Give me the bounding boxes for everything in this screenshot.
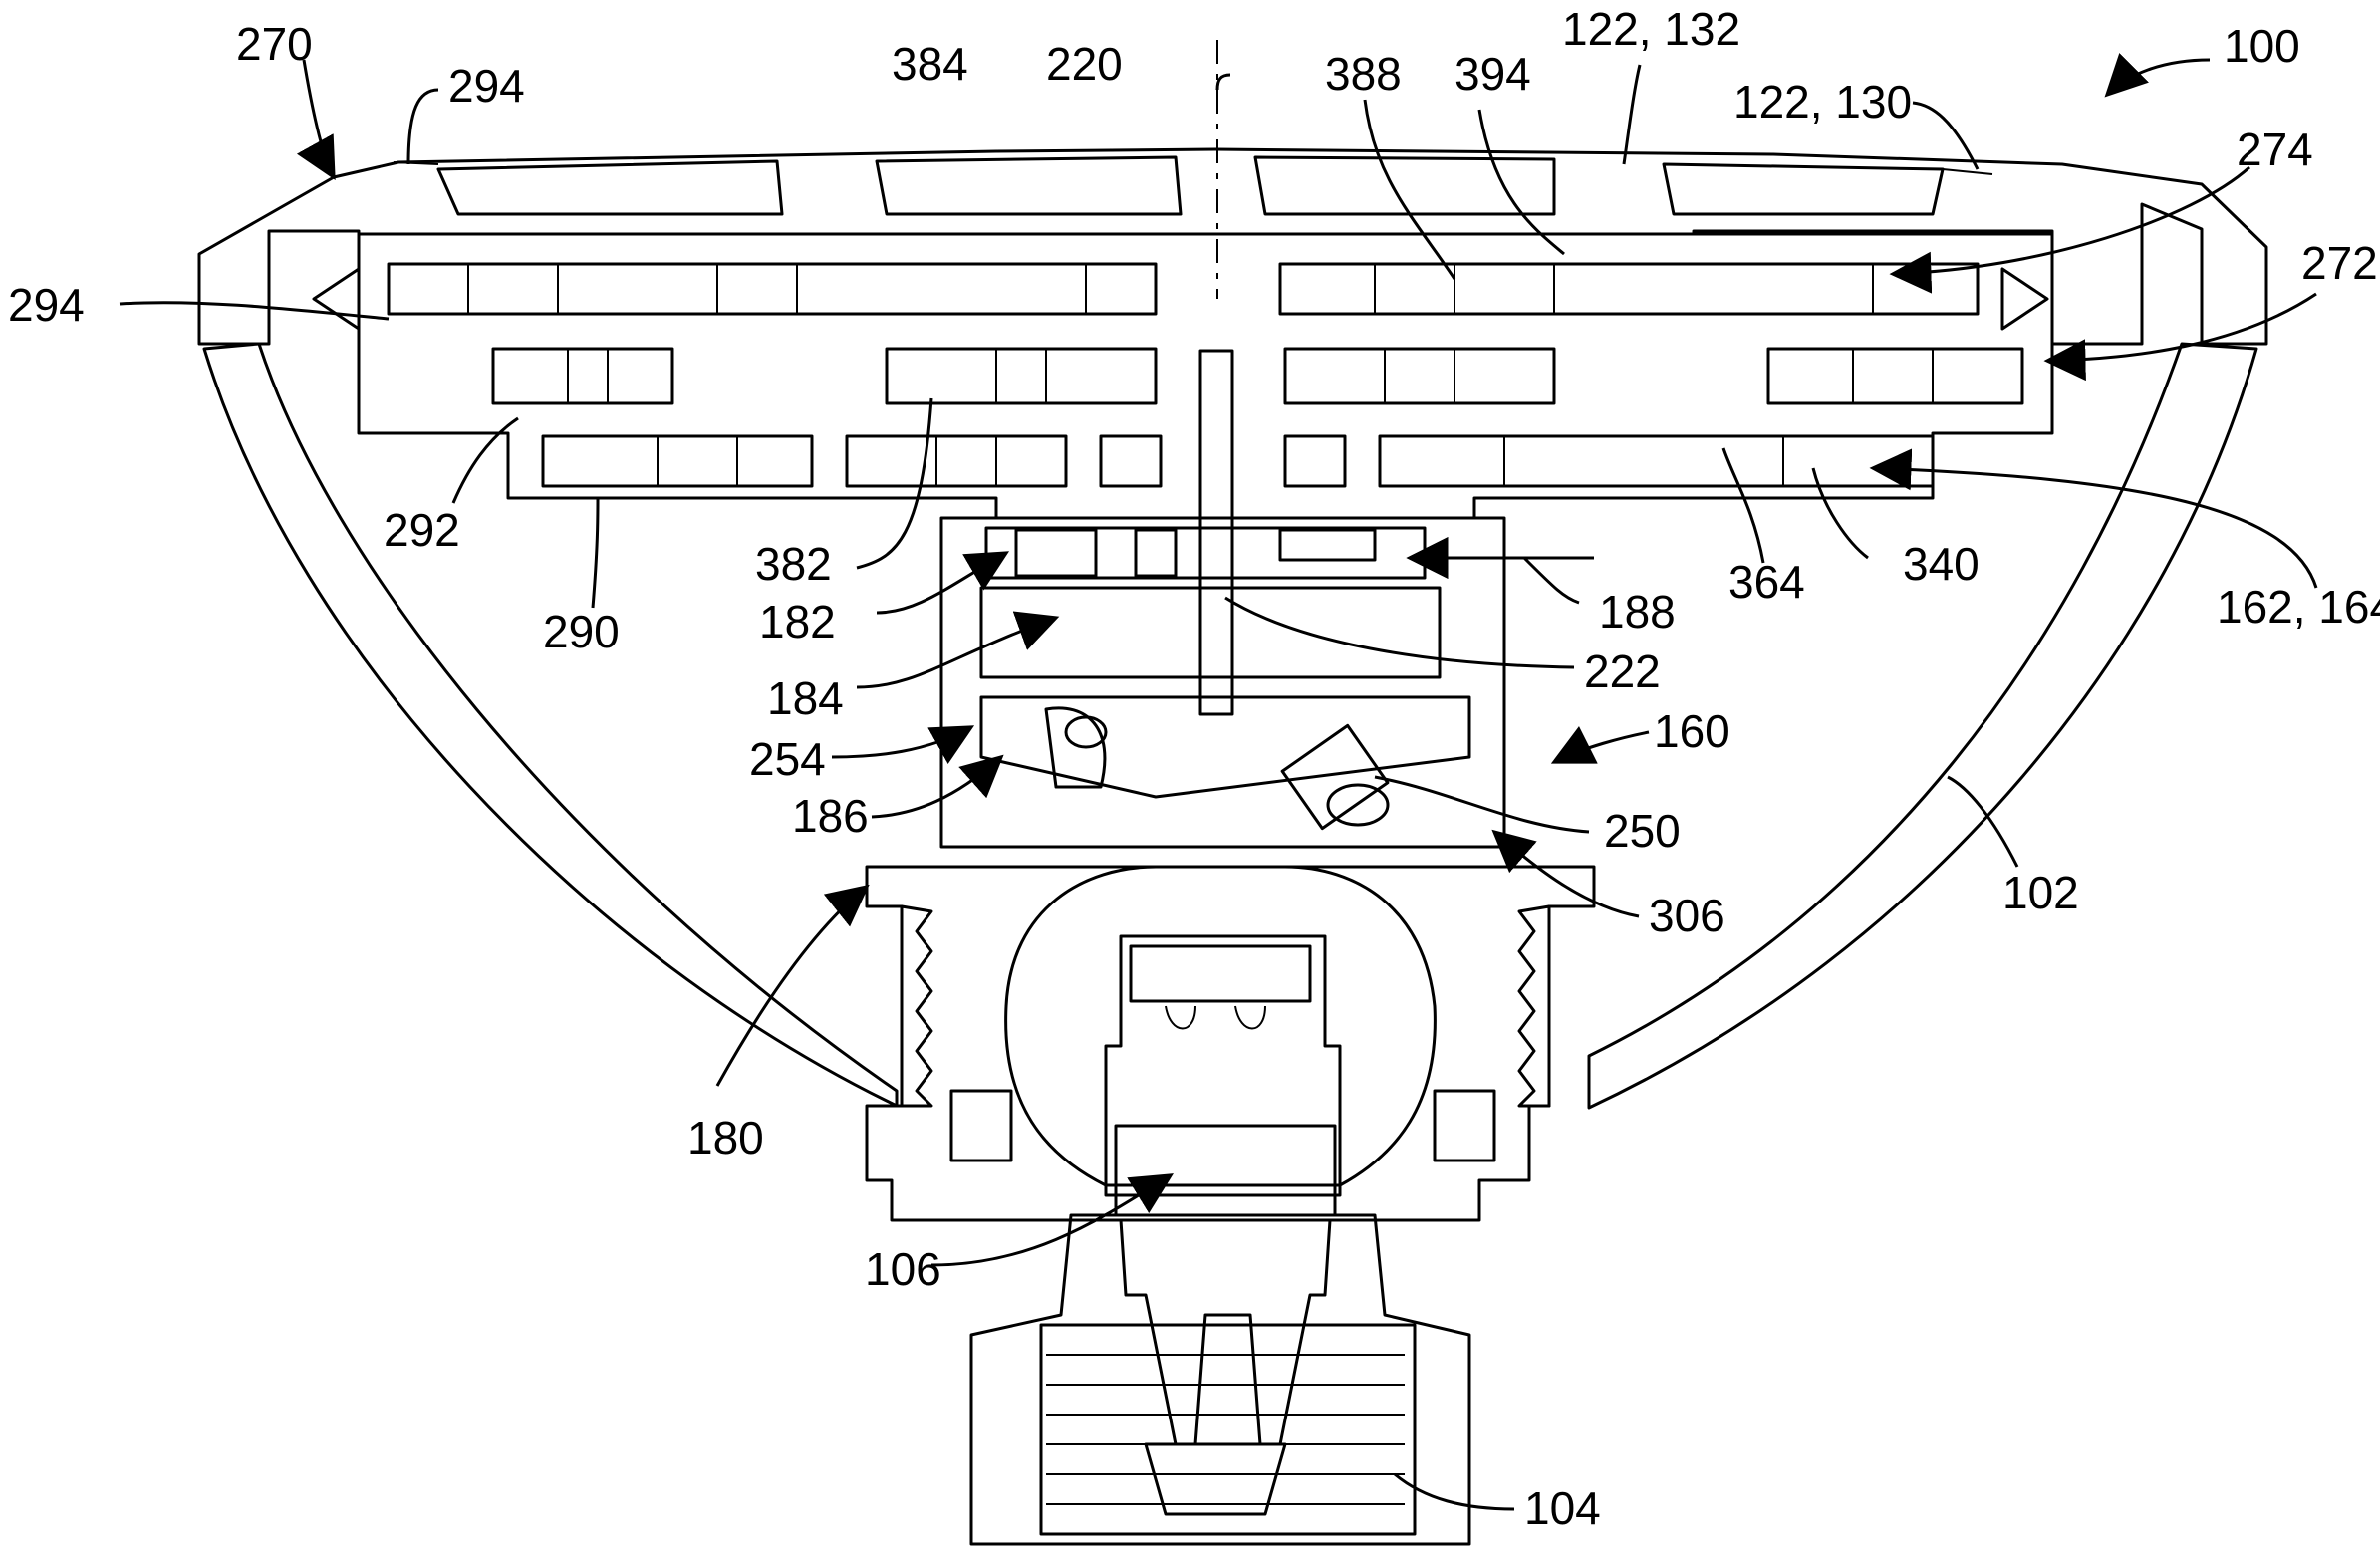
label-290: 290 — [543, 606, 620, 657]
label-186: 186 — [792, 790, 869, 842]
drive-housing — [939, 516, 1506, 849]
label-106: 106 — [865, 1243, 941, 1295]
label-162-164: 162, 164 — [2217, 581, 2380, 633]
label-122-132: 122, 132 — [1562, 3, 1740, 55]
inlet-fitting — [969, 1213, 1471, 1546]
label-270: 270 — [236, 18, 313, 70]
label-384: 384 — [892, 38, 968, 90]
reference-numerals: 100 270 294 384 220 388 394 122, 132 122… — [8, 3, 2380, 1534]
label-394: 394 — [1454, 48, 1531, 100]
label-294-left: 294 — [8, 279, 85, 331]
label-180: 180 — [687, 1112, 764, 1163]
label-160: 160 — [1654, 705, 1730, 757]
outer-shell — [202, 342, 2258, 1110]
label-184: 184 — [767, 672, 844, 724]
label-294-top: 294 — [448, 60, 525, 112]
label-250: 250 — [1604, 805, 1681, 857]
label-122-130: 122, 130 — [1733, 76, 1912, 128]
top-cover — [197, 147, 2268, 346]
label-272: 272 — [2301, 237, 2378, 289]
label-274: 274 — [2237, 124, 2313, 175]
gear-plate — [312, 232, 2054, 520]
ball-joint — [1004, 865, 1437, 1217]
label-222: 222 — [1584, 645, 1661, 697]
leader-lines — [119, 52, 2318, 1511]
label-104: 104 — [1524, 1482, 1601, 1534]
label-382: 382 — [755, 538, 832, 590]
label-254: 254 — [749, 733, 826, 785]
label-182: 182 — [759, 596, 836, 647]
label-364: 364 — [1728, 556, 1805, 608]
label-188: 188 — [1599, 586, 1676, 638]
label-340: 340 — [1903, 538, 1980, 590]
drive-shaft — [1198, 349, 1234, 716]
label-388: 388 — [1325, 48, 1402, 100]
label-100: 100 — [2224, 20, 2300, 72]
label-306: 306 — [1649, 890, 1725, 941]
label-220: 220 — [1046, 38, 1123, 90]
label-102: 102 — [2002, 867, 2079, 918]
label-292: 292 — [384, 504, 460, 556]
threaded-nut — [865, 865, 1596, 1222]
